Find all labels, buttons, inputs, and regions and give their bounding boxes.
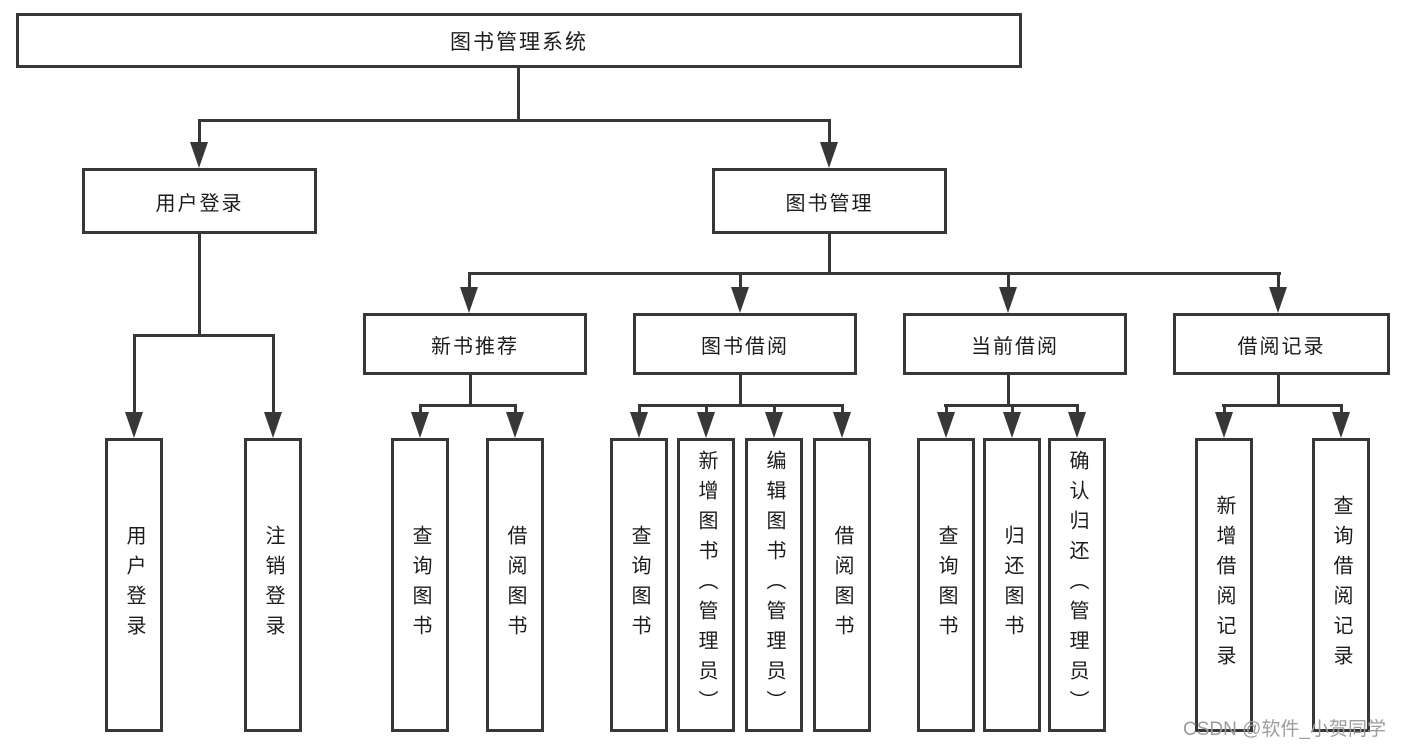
- connector-line: [828, 119, 831, 147]
- node-label: 查询图书: [935, 525, 957, 645]
- leaf-bb-edit-books-admin: 编辑图书（管理员）: [745, 438, 803, 732]
- arrow-down-icon: [190, 142, 208, 168]
- node-book-management: 图书管理: [712, 168, 947, 234]
- watermark: CSDN @软件_小贺同学: [1183, 719, 1386, 740]
- arrow-down-icon: [506, 412, 524, 438]
- connector-line: [638, 404, 844, 407]
- arrow-down-icon: [765, 412, 783, 438]
- connector-line: [419, 404, 517, 407]
- connector-line: [828, 234, 831, 275]
- connector-line: [638, 404, 641, 416]
- node-label: 图书管理系统: [450, 30, 588, 54]
- connector-line: [1340, 404, 1343, 416]
- connector-line: [1222, 404, 1343, 407]
- arrow-down-icon: [1269, 287, 1287, 313]
- arrow-down-icon: [1003, 412, 1021, 438]
- node-label: 编辑图书（管理员）: [763, 450, 785, 720]
- connector-line: [945, 404, 948, 416]
- node-label: 借阅记录: [1237, 335, 1326, 358]
- node-label: 借阅图书: [504, 525, 526, 645]
- node-label: 用户登录: [123, 525, 145, 645]
- leaf-nbr-query-books: 查询图书: [391, 438, 449, 732]
- connector-line: [739, 375, 742, 407]
- arrow-down-icon: [125, 412, 143, 438]
- node-label: 查询借阅记录: [1330, 495, 1352, 675]
- connector-line: [1007, 272, 1010, 289]
- connector-line: [1223, 404, 1226, 416]
- connector-line: [841, 404, 844, 416]
- arrow-down-icon: [731, 287, 749, 313]
- arrow-down-icon: [630, 412, 648, 438]
- node-label: 新增图书（管理员）: [695, 450, 717, 720]
- node-library-management-system: 图书管理系统: [16, 13, 1022, 68]
- leaf-logout: 注销登录: [244, 438, 302, 732]
- leaf-user-login: 用户登录: [105, 438, 163, 732]
- node-label: 图书管理: [785, 192, 874, 215]
- arrow-down-icon: [1215, 412, 1233, 438]
- connector-line: [1277, 375, 1280, 407]
- connector-line: [133, 334, 275, 337]
- node-label: 用户登录: [155, 192, 244, 215]
- leaf-bb-add-books-admin: 新增图书（管理员）: [677, 438, 735, 732]
- node-label: 当前借阅: [971, 335, 1059, 358]
- arrow-down-icon: [937, 412, 955, 438]
- connector-line: [272, 334, 275, 414]
- node-user-login: 用户登录: [82, 168, 317, 234]
- node-label: 归还图书: [1001, 525, 1023, 645]
- arrow-down-icon: [264, 412, 282, 438]
- leaf-cb-confirm-return-admin: 确认归还（管理员）: [1048, 438, 1106, 732]
- leaf-br-query-borrow-record: 查询借阅记录: [1312, 438, 1370, 732]
- connector-line: [469, 375, 472, 407]
- arrow-down-icon: [460, 287, 478, 313]
- node-label: 查询图书: [628, 525, 650, 645]
- connector-line: [198, 119, 201, 147]
- connector-line: [198, 119, 831, 122]
- node-borrowing-records: 借阅记录: [1173, 313, 1390, 375]
- node-label: 图书借阅: [701, 335, 789, 358]
- connector-line: [468, 272, 471, 289]
- connector-line: [773, 404, 776, 416]
- arrow-down-icon: [833, 412, 851, 438]
- connector-line: [517, 66, 520, 122]
- connector-line: [1076, 404, 1079, 416]
- connector-line: [468, 272, 1281, 275]
- arrow-down-icon: [697, 412, 715, 438]
- connector-line: [198, 234, 201, 337]
- connector-line: [514, 404, 517, 416]
- node-book-borrowing: 图书借阅: [633, 313, 857, 375]
- leaf-br-add-borrow-record: 新增借阅记录: [1195, 438, 1253, 732]
- connector-line: [1277, 272, 1280, 289]
- leaf-bb-borrow-books: 借阅图书: [813, 438, 871, 732]
- leaf-cb-query-books: 查询图书: [917, 438, 975, 732]
- node-current-borrowing: 当前借阅: [903, 313, 1127, 375]
- node-label: 确认归还（管理员）: [1066, 450, 1088, 720]
- arrow-down-icon: [1068, 412, 1086, 438]
- leaf-nbr-borrow-books: 借阅图书: [486, 438, 544, 732]
- arrow-down-icon: [999, 287, 1017, 313]
- node-label: 新书推荐: [431, 335, 519, 358]
- arrow-down-icon: [820, 142, 838, 168]
- arrow-down-icon: [1332, 412, 1350, 438]
- node-label: 借阅图书: [831, 525, 853, 645]
- connector-line: [705, 404, 708, 416]
- connector-line: [1011, 404, 1014, 416]
- connector-line: [739, 272, 742, 289]
- node-new-book-recommendation: 新书推荐: [363, 313, 587, 375]
- connector-line: [419, 404, 422, 416]
- connector-line: [1007, 375, 1010, 407]
- node-label: 注销登录: [262, 525, 284, 645]
- arrow-down-icon: [411, 412, 429, 438]
- leaf-cb-return-books: 归还图书: [983, 438, 1041, 732]
- node-label: 新增借阅记录: [1213, 495, 1235, 675]
- connector-line: [133, 334, 136, 414]
- node-label: 查询图书: [409, 525, 431, 645]
- leaf-bb-query-books: 查询图书: [610, 438, 668, 732]
